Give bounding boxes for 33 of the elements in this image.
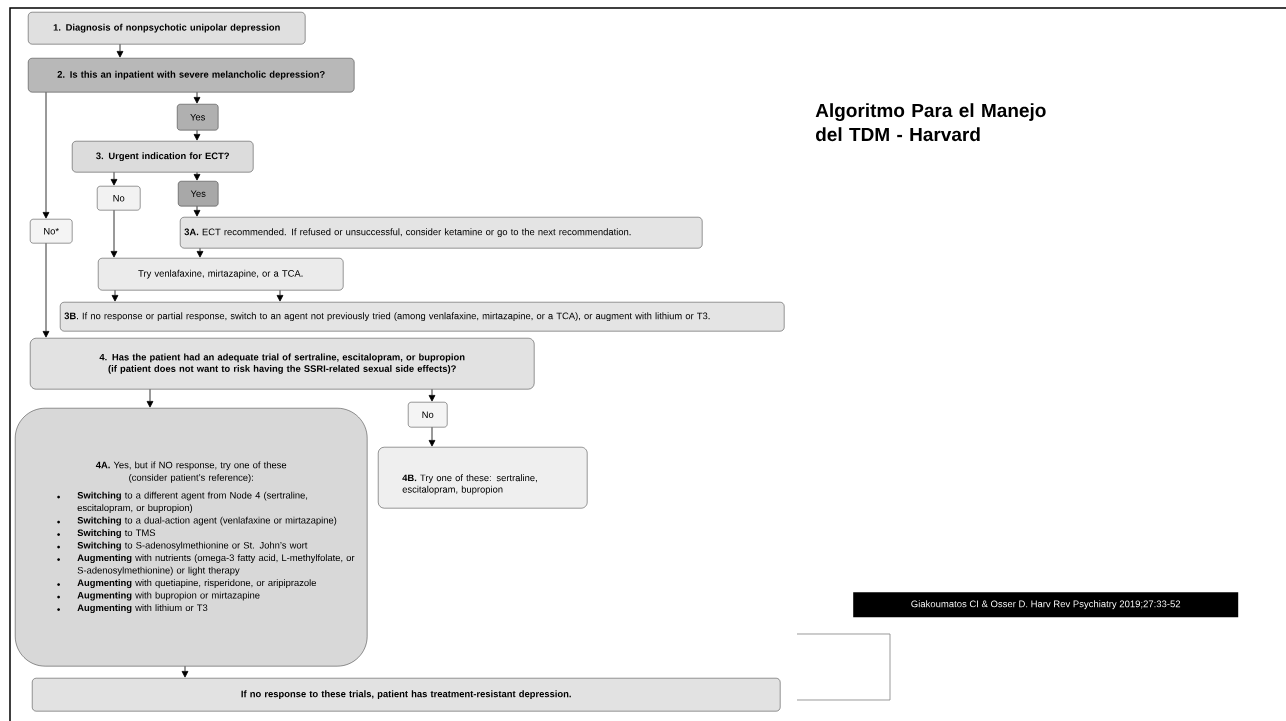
arrow [42, 92, 50, 219]
arrow [111, 290, 119, 302]
slide-title: Algoritmo Para el Manejo del TDM - Harvard [815, 103, 1046, 142]
process-box: 4B. Try one of these: sertraline, escitalopram, bupropion [378, 447, 588, 509]
process-box: 4A. Yes, but if NO response, try one of these (consider patient’s reference): Switching to a different agent from Node 4 (sertraline, escitalopram, or bupropion) Switching to a dual-action agent (venlafaxine or mirtazapine) Switching to TMS Switching to S-adenosylmethionine or St. John’s wort Augmenting with nutrients (omega-3 fatty acid, L-methylfolate, or S-adenosylmethionine) or light therapy Augmenting with quetiapine, risperidone, or aripiprazole Augmenting with bupropion or mirtazapine Augmenting with lithium or T3 [15, 408, 368, 667]
arrow [193, 206, 201, 217]
citation-bar: Giakoumatos CI & Osser D. Harv Rev Psychiatry 2019;27:33-52 [853, 592, 1239, 618]
answer-box: No [97, 186, 141, 211]
arrow [428, 427, 436, 447]
answer-box: Yes [177, 104, 219, 131]
answer-box: No* [30, 219, 73, 244]
arrow [193, 130, 201, 141]
process-box: 3B. If no response or partial response, switch to an agent not previously tried (among venlafaxine, mirtazapine, or a TCA), or augment with lithium or T3. [60, 302, 785, 332]
process-box: Try venlafaxine, mirtazapine, or a TCA. [98, 258, 344, 291]
question-box: 2. Is this an inpatient with severe melancholic depression? [28, 58, 355, 93]
question-box: 4. Has the patient had an adequate trial of sertraline, escitalopram, or bupropion (if patient does not want to risk having the SSRI-related sexual side effects)? [30, 338, 535, 390]
arrow [181, 666, 189, 678]
arrow [116, 44, 124, 58]
question-box: 3. Urgent indication for ECT? [72, 141, 254, 173]
process-box: 1. Diagnosis of nonpsychotic unipolar depression [28, 12, 306, 45]
arrow [110, 172, 118, 186]
answer-box: Yes [178, 181, 219, 207]
arrow [146, 389, 154, 408]
answer-box: No [408, 402, 448, 428]
process-box: If no response to these trials, patient has treatment-resistant depression. [32, 678, 781, 712]
arrow [428, 389, 436, 402]
arrow [276, 290, 284, 302]
process-box: 3A. ECT recommended. If refused or unsuccessful, consider ketamine or go to the next recommendation. [180, 217, 703, 249]
arrow [196, 248, 204, 258]
arrow [193, 92, 201, 104]
arrow [110, 210, 118, 258]
arrow [193, 172, 201, 181]
arrow [42, 243, 50, 338]
